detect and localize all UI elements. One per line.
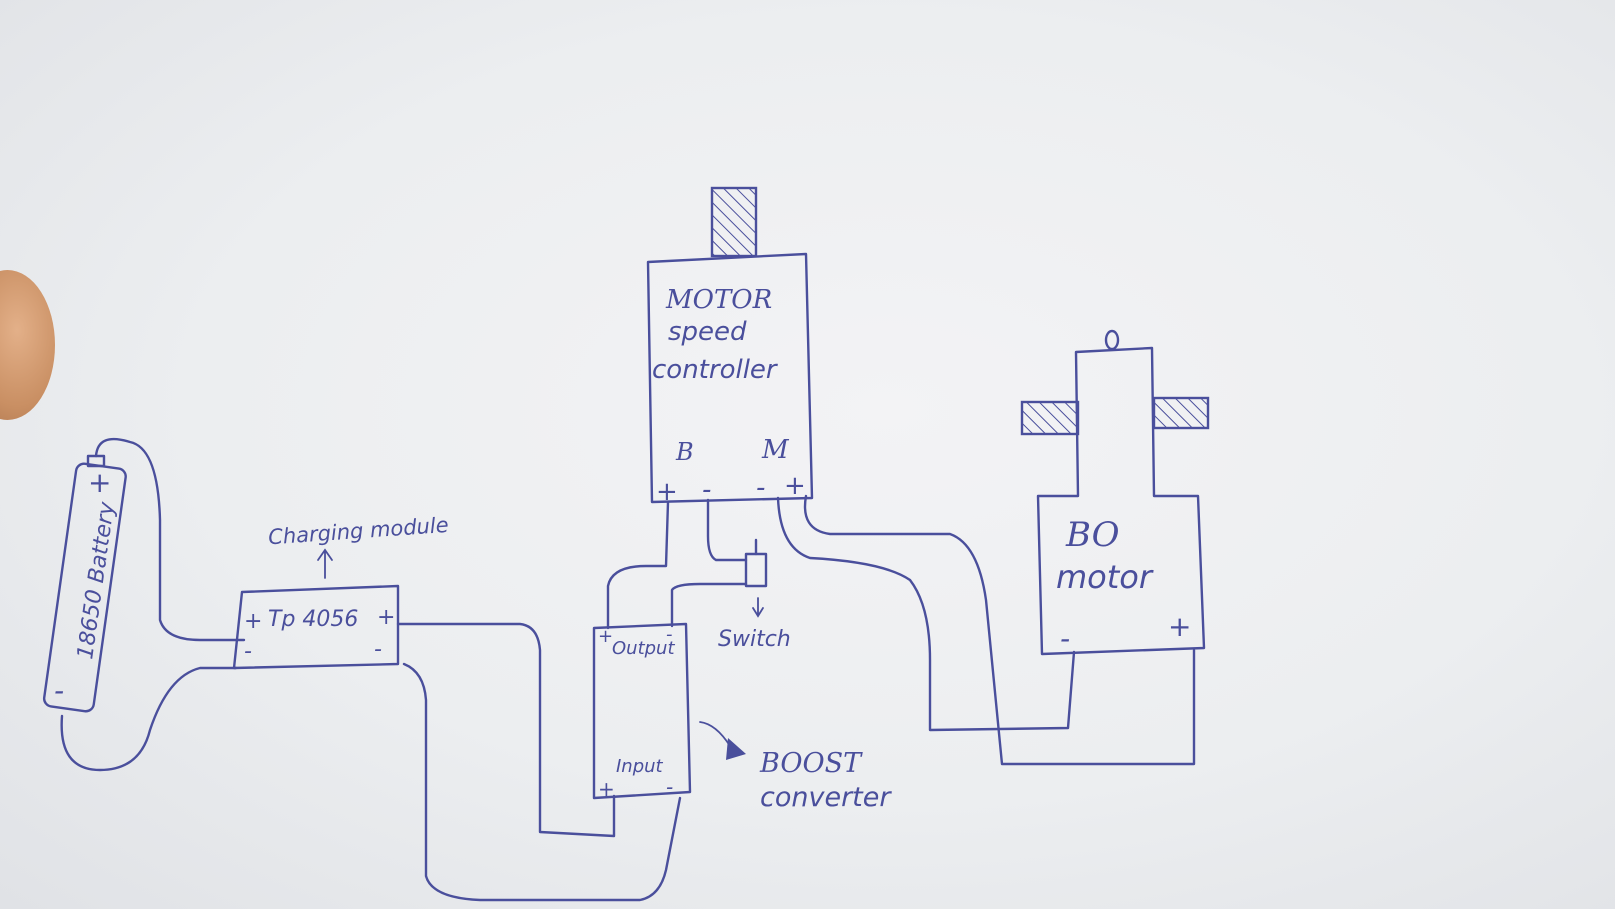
- speed-controller-pin-3: -: [756, 473, 765, 503]
- boost-output-label: Output: [612, 638, 675, 659]
- wire-charger-to-boost-plus: [396, 622, 616, 838]
- bo-motor-plus: +: [1168, 610, 1191, 643]
- wire-battery-plus: [94, 437, 246, 642]
- bo-motor-line1: BO: [1065, 515, 1120, 555]
- speed-controller-pin-2: -: [702, 475, 711, 505]
- speed-controller-m: M: [761, 435, 790, 465]
- charging-module-minus-in: -: [244, 639, 252, 664]
- wire-charger-to-boost-minus: [402, 662, 682, 902]
- switch-label: Switch: [718, 627, 791, 652]
- switch: Switch: [718, 538, 791, 652]
- wire-controller-to-motor-plus: [803, 494, 1196, 766]
- shaft-right-icon: [1152, 396, 1210, 430]
- bo-motor-nub: [1104, 329, 1120, 351]
- boost-input-minus: -: [666, 775, 673, 799]
- charging-arrow-icon: [317, 548, 333, 579]
- charging-module-minus-out: -: [374, 637, 382, 662]
- boost-label-line1: BOOST: [759, 748, 863, 779]
- battery-minus: -: [54, 674, 64, 707]
- battery: 18650 Battery + -: [42, 454, 127, 713]
- bo-motor-minus: -: [1060, 622, 1070, 655]
- bo-motor: BO motor - +: [1020, 329, 1210, 656]
- speed-controller-body: [646, 252, 814, 504]
- charging-module-label: Charging module: [267, 513, 449, 550]
- shaft-left-icon: [1020, 400, 1080, 436]
- switch-body: [744, 552, 768, 588]
- charging-module-body: [232, 584, 400, 670]
- bo-motor-body: [1036, 346, 1206, 656]
- wires: [60, 437, 1196, 902]
- wire-battery-minus: [60, 666, 238, 772]
- wire-switch-to-controller: [706, 498, 748, 562]
- boost-converter: Output Input + - + - BOOST converter: [592, 622, 892, 813]
- battery-label: 18650 Battery: [73, 500, 120, 661]
- boost-arrow-icon: [726, 738, 746, 760]
- speed-controller: MOTOR speed controller B M + - - +: [646, 186, 814, 507]
- boost-converter-body: [592, 622, 692, 800]
- speed-controller-line3: controller: [652, 355, 779, 385]
- boost-pointer-line: [699, 721, 731, 747]
- boost-label-line2: converter: [760, 782, 892, 813]
- bo-motor-line2: motor: [1056, 558, 1154, 596]
- speed-controller-b: B: [675, 438, 694, 466]
- boost-input-label: Input: [616, 756, 664, 777]
- charging-module-plus-in: +: [244, 609, 262, 634]
- boost-output-minus: -: [666, 624, 673, 645]
- charging-module-chip: Tp 4056: [268, 607, 358, 632]
- speed-controller-pin-1: +: [656, 477, 678, 507]
- speed-controller-line2: speed: [668, 317, 747, 347]
- wire-controller-to-motor-minus: [776, 496, 1076, 732]
- knob-icon: [710, 186, 758, 258]
- wire-boost-minus-to-switch: [670, 582, 748, 628]
- charging-module-plus-out: +: [377, 605, 395, 630]
- boost-input-plus: +: [598, 777, 615, 801]
- boost-output-plus: +: [598, 626, 613, 647]
- charging-module: Tp 4056 + + - - Charging module: [232, 513, 449, 670]
- speed-controller-line1: MOTOR: [665, 285, 772, 315]
- battery-plus: +: [88, 466, 111, 499]
- switch-arrow-icon: [752, 597, 764, 618]
- speed-controller-pin-4: +: [784, 471, 806, 501]
- wire-boost-plus-to-controller: [606, 500, 670, 630]
